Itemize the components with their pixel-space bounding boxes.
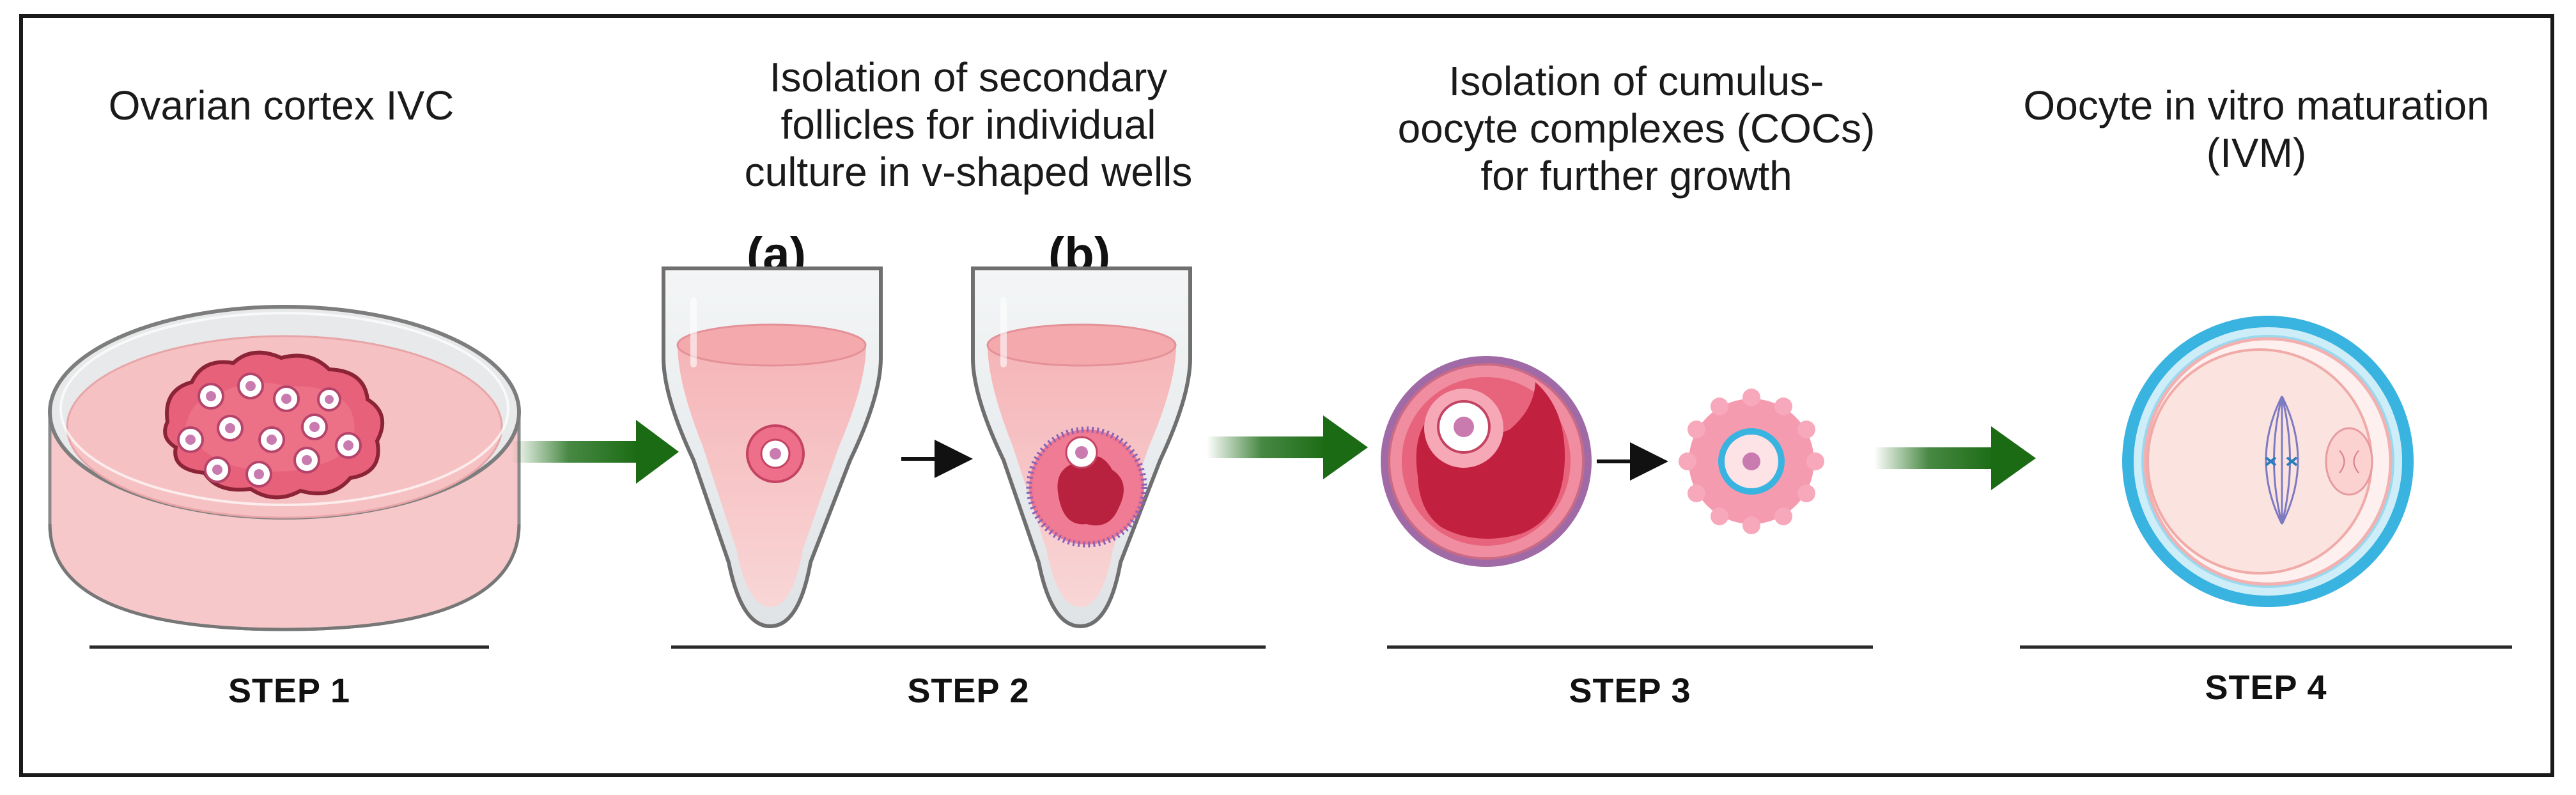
step4-title-line2: (IVM)	[2206, 130, 2307, 176]
step1-label: STEP 1	[228, 672, 351, 710]
follicles-in-cortex	[177, 373, 362, 488]
step2-title-line1: Isolation of secondary	[769, 54, 1168, 100]
cumulus-oocyte-complex	[1679, 389, 1824, 534]
step3-label: STEP 3	[1569, 672, 1691, 710]
step2-underline	[671, 645, 1266, 649]
step2-title: Isolation of secondary follicles for ind…	[665, 54, 1272, 196]
step2-title-line3: culture in v-shaped wells	[744, 149, 1193, 195]
step2-title-line2: follicles for individual	[780, 102, 1156, 148]
green-arrow-1	[511, 420, 679, 484]
step1-underline	[89, 645, 489, 649]
figure-frame	[19, 14, 2554, 777]
green-arrow-3	[1874, 426, 2036, 490]
polar-body	[2325, 427, 2373, 496]
green-arrow-2	[1207, 415, 1368, 479]
step4-title-line1: Oocyte in vitro maturation	[2023, 82, 2490, 128]
step1-title: Ovarian cortex IVC	[83, 82, 479, 129]
chromosomes	[2265, 456, 2298, 467]
step4-underline	[2020, 645, 2512, 649]
step3-underline	[1387, 645, 1873, 649]
growing-follicle-b	[1026, 426, 1147, 548]
step3-title-line2: oocyte complexes (COCs)	[1397, 105, 1875, 151]
step3-title-line3: for further growth	[1480, 153, 1792, 199]
step3-title: Isolation of cumulus- oocyte complexes (…	[1368, 58, 1905, 199]
antral-follicle	[1381, 356, 1592, 567]
step4-label: STEP 4	[2205, 668, 2327, 707]
step2-label: STEP 2	[907, 672, 1030, 710]
step4-title: Oocyte in vitro maturation (IVM)	[1982, 82, 2531, 176]
matured-oocyte	[2122, 316, 2414, 607]
step1-title-line1: Ovarian cortex IVC	[108, 82, 454, 128]
step3-title-line1: Isolation of cumulus-	[1448, 58, 1824, 104]
secondary-follicle-a	[746, 424, 805, 483]
